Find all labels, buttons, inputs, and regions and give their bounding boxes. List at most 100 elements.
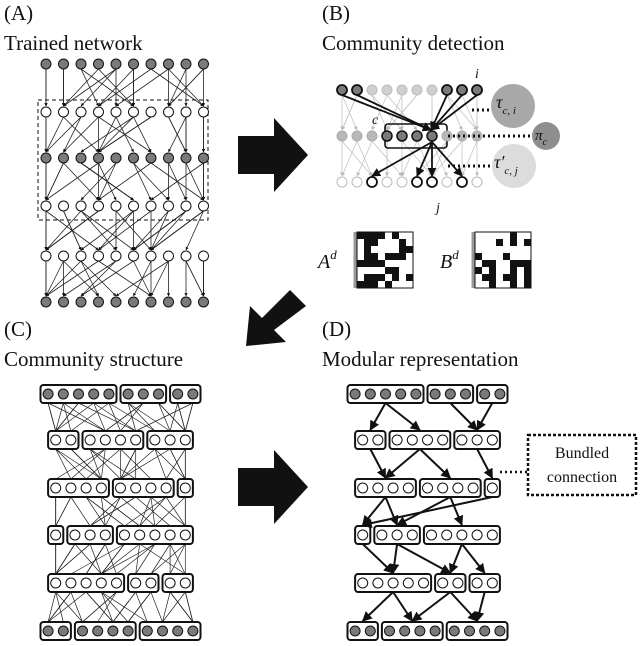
community-edge	[162, 591, 171, 623]
output-node	[396, 176, 408, 188]
module-node	[130, 482, 142, 494]
arrow-c-to-d	[238, 450, 308, 524]
bundled-edge	[449, 496, 464, 526]
module-node	[372, 434, 384, 446]
module-node	[349, 388, 361, 400]
panel-b-nodes	[336, 84, 483, 188]
matrix-cell	[392, 253, 399, 260]
panel-b-title: Community detection	[322, 31, 505, 55]
matrix-a-label: Ad	[316, 247, 337, 273]
matrix-cell	[364, 260, 371, 267]
neuron-node	[58, 58, 69, 70]
callout-line-2: connection	[547, 469, 617, 486]
community-edge	[70, 543, 125, 575]
neuron-node	[163, 106, 174, 118]
module-node	[486, 434, 498, 446]
network-edge	[150, 210, 187, 251]
neuron-node	[198, 250, 209, 262]
network-edge	[115, 260, 169, 297]
network-edge	[185, 210, 204, 251]
neuron-node	[128, 106, 139, 118]
neuron-node	[180, 58, 192, 70]
module-node	[364, 625, 376, 637]
bundled-edge	[392, 591, 414, 622]
neuron-node	[110, 106, 122, 118]
module-node	[444, 388, 456, 400]
bundled-edge	[476, 448, 494, 479]
matrix-cell	[399, 253, 406, 260]
pi-bubble	[532, 122, 560, 150]
module-node	[402, 577, 414, 589]
network-edge	[185, 260, 204, 297]
community-edge	[47, 591, 72, 623]
module-node	[80, 577, 92, 589]
bundled-edge	[449, 543, 463, 574]
neuron-node	[180, 106, 192, 118]
network-edge	[80, 68, 117, 107]
matrix-cell	[364, 232, 371, 239]
community-edge	[120, 496, 156, 527]
module-node	[479, 625, 491, 637]
module-node	[80, 482, 92, 494]
matrix-a	[353, 231, 414, 289]
community-edge	[127, 402, 171, 432]
neuron-node	[40, 58, 52, 70]
module-node	[387, 577, 399, 589]
module-node	[122, 625, 134, 637]
community-edge	[47, 402, 57, 432]
module-node	[357, 434, 369, 446]
neuron-node	[40, 296, 52, 308]
network-edge	[80, 260, 134, 297]
neuron-node	[110, 200, 122, 212]
neuron-node	[163, 200, 174, 212]
module-node	[494, 625, 506, 637]
module-node	[494, 388, 506, 400]
community-edge	[169, 402, 179, 432]
matrix-cell	[399, 239, 406, 246]
matrix-cell	[524, 260, 531, 267]
panel-c-edges	[47, 402, 194, 623]
bundled-edge	[419, 448, 452, 479]
bundled-edge	[476, 402, 494, 431]
community-edge	[124, 496, 167, 527]
module-node	[107, 625, 119, 637]
output-node	[366, 176, 378, 188]
panel-d-modular-representation: Bundled connection	[346, 384, 638, 641]
matrix-cell	[364, 281, 371, 288]
community-edge	[89, 448, 121, 480]
panel-d-title: Modular representation	[322, 347, 519, 371]
background-edge	[461, 140, 478, 177]
community-edge	[70, 591, 83, 623]
bundled-edge	[369, 448, 387, 479]
network-edge	[98, 260, 152, 297]
module-node	[115, 434, 126, 446]
matrix-cell	[510, 267, 517, 274]
neuron-node	[110, 152, 122, 164]
module-node	[179, 529, 191, 541]
hidden-node	[351, 130, 363, 142]
module-node	[452, 577, 464, 589]
bundled-edge	[362, 543, 394, 574]
panel-d-letter: (D)	[322, 317, 351, 341]
neuron-node	[58, 296, 69, 308]
network-edge	[168, 116, 187, 153]
community-edge	[55, 402, 79, 432]
network-edge	[80, 210, 117, 251]
network-edge	[63, 162, 99, 201]
module-node	[187, 388, 199, 400]
community-edge	[93, 402, 106, 432]
community-edge	[169, 448, 186, 480]
module-node	[395, 388, 407, 400]
output-node	[441, 176, 453, 188]
community-edge	[89, 448, 102, 480]
community-edge	[165, 448, 186, 480]
matrix-cell	[371, 274, 378, 281]
background-edge	[341, 140, 358, 177]
module-node	[145, 577, 157, 589]
background-edge	[461, 94, 478, 131]
arrow-a-to-b	[238, 118, 308, 192]
network-edge	[168, 68, 187, 107]
neuron-node	[145, 296, 157, 308]
neuron-node	[40, 106, 52, 118]
matrix-cell	[503, 274, 510, 281]
